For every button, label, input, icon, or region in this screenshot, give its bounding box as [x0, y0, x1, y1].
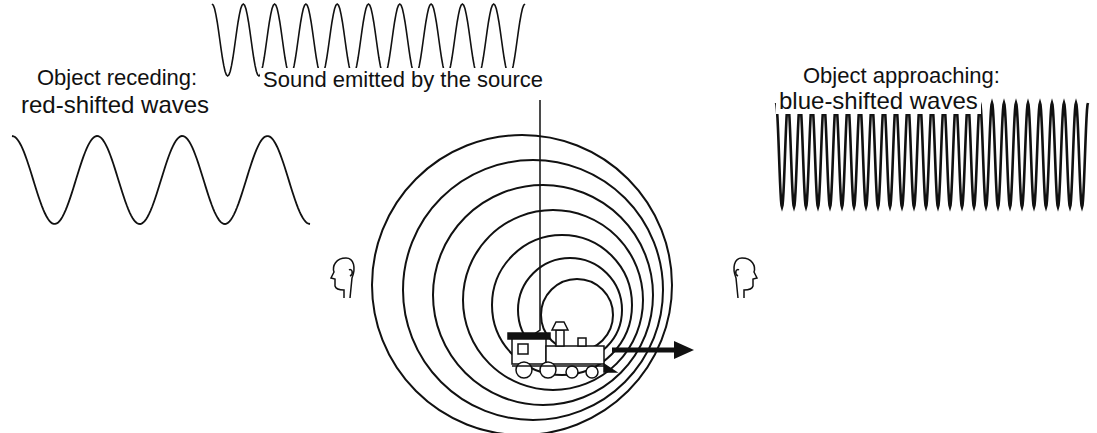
wave-line: [776, 103, 1088, 207]
caption-label: Sound emitted by the source: [260, 68, 546, 92]
caption-label: blue-shifted waves: [776, 88, 981, 114]
leader-line: [518, 100, 540, 345]
wavefront: [541, 279, 613, 351]
caption-label: Object approaching:: [800, 64, 1003, 88]
wavefront: [433, 185, 653, 405]
wave-line: [12, 136, 310, 224]
listener-right: [734, 258, 757, 298]
wave-group: [12, 4, 1088, 224]
wavefront: [463, 210, 643, 390]
motion-arrow: [612, 348, 678, 353]
wavefront: [403, 160, 663, 420]
arrow-head: [674, 341, 694, 359]
caption-label: Object receding:: [34, 66, 200, 90]
wavefront: [372, 135, 672, 433]
wavefront-circles: [372, 135, 672, 433]
listener-left: [331, 258, 354, 298]
caption-label: red-shifted waves: [18, 92, 212, 118]
train-symbol: [508, 322, 616, 378]
wavefront: [492, 235, 632, 375]
wave-line: [212, 4, 525, 76]
